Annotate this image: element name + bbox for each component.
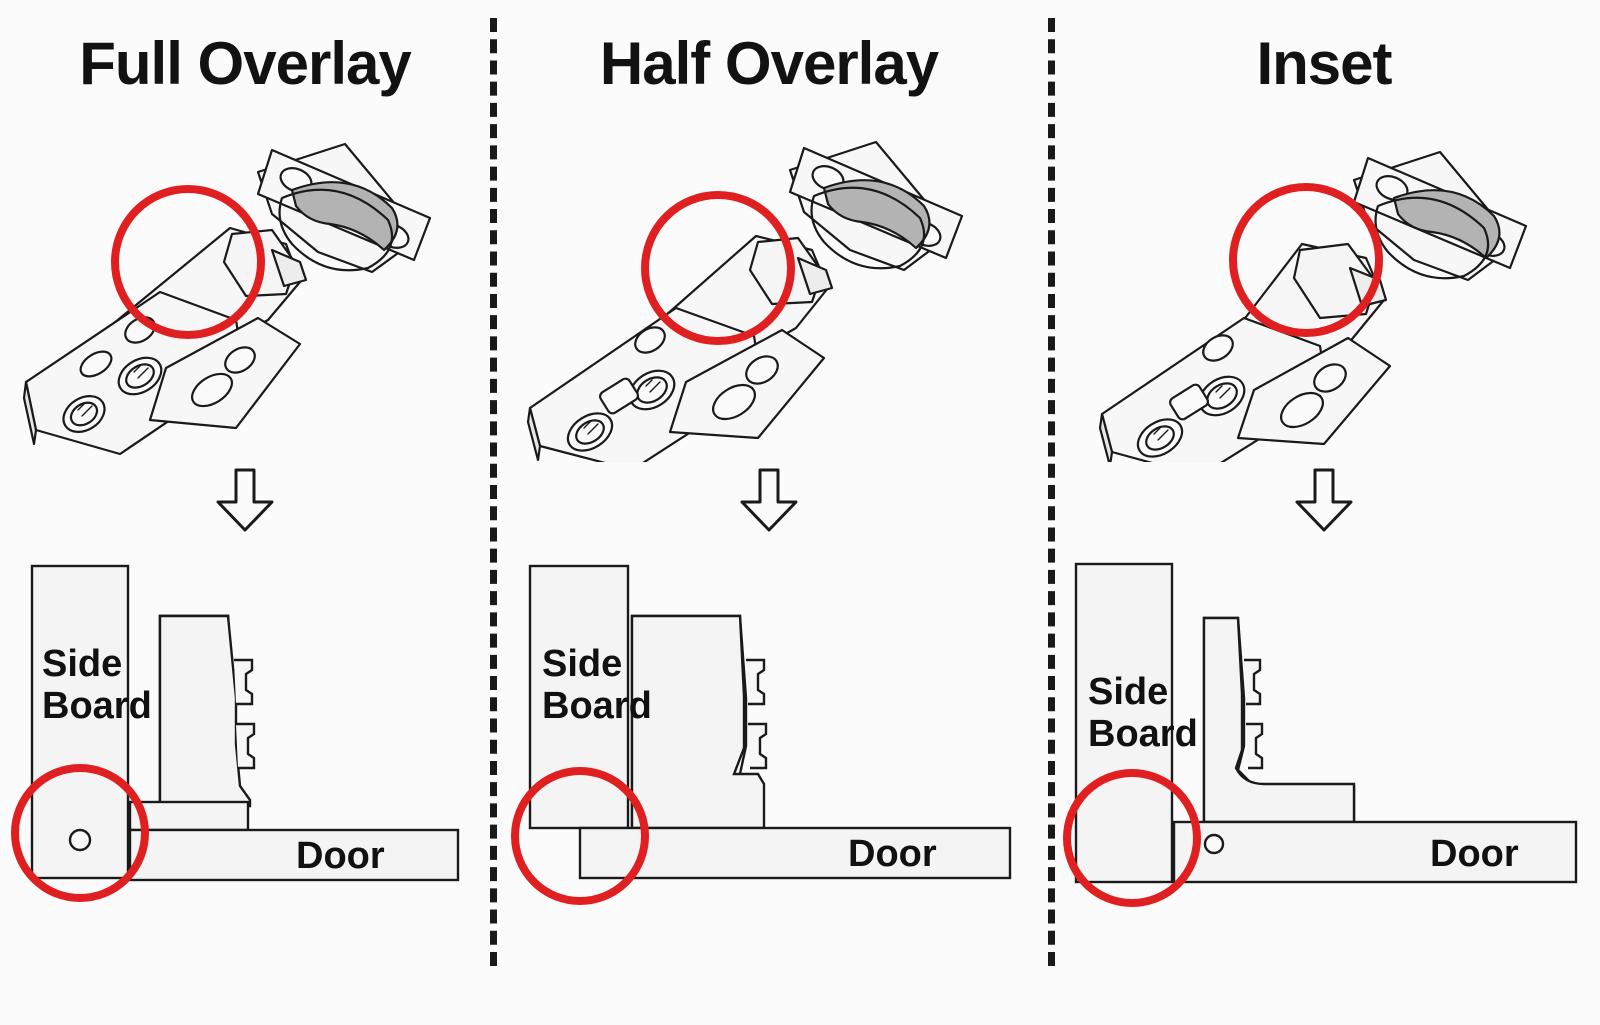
section-view-full-overlay: Side Board Door [0, 548, 490, 908]
side-board-label-line2: Board [1088, 713, 1198, 755]
door-shape [578, 826, 1012, 880]
panel-half-overlay: Half Overlay [490, 0, 1048, 1025]
highlight-circle-hinge [111, 185, 265, 339]
hinge-illustration-inset [1048, 132, 1600, 462]
section-view-half-overlay: Side Board Door [490, 548, 1048, 908]
side-board-shape [1074, 562, 1174, 884]
panel-inset: Inset [1048, 0, 1600, 1025]
panel-divider-2 [1048, 18, 1055, 966]
down-arrow-half-overlay [490, 468, 1048, 538]
side-board-label-line2: Board [42, 685, 152, 727]
door-label: Door [1430, 833, 1519, 875]
hinge-illustration-full-overlay [0, 132, 490, 462]
door-shape [128, 828, 460, 882]
door-shape [1172, 820, 1578, 884]
highlight-circle-hinge [641, 191, 795, 345]
side-board-label-line1: Side [1088, 671, 1168, 713]
screw-hole [68, 828, 92, 852]
hinge-illustration-half-overlay [490, 132, 1048, 462]
side-board-label-line1: Side [42, 643, 122, 685]
side-board-label-line1: Side [542, 643, 622, 685]
highlight-circle-section [511, 767, 649, 905]
section-view-inset: Side Board Door [1048, 548, 1600, 908]
panel-divider-1 [490, 18, 497, 966]
door-label: Door [848, 833, 937, 875]
panel-title-full-overlay: Full Overlay [79, 30, 411, 97]
down-arrow-full-overlay [0, 468, 490, 538]
panel-title-inset: Inset [1256, 30, 1392, 97]
highlight-circle-hinge [1229, 183, 1383, 337]
screw-hole [1203, 833, 1225, 855]
door-label: Door [296, 835, 385, 877]
side-board-label-line2: Board [542, 685, 652, 727]
highlight-circle-section [1063, 769, 1201, 907]
down-arrow-inset [1048, 468, 1600, 538]
side-board-shape [30, 564, 130, 880]
highlight-circle-section [11, 764, 149, 902]
panel-full-overlay: Full Overlay [0, 0, 490, 1025]
panel-title-half-overlay: Half Overlay [599, 30, 939, 97]
